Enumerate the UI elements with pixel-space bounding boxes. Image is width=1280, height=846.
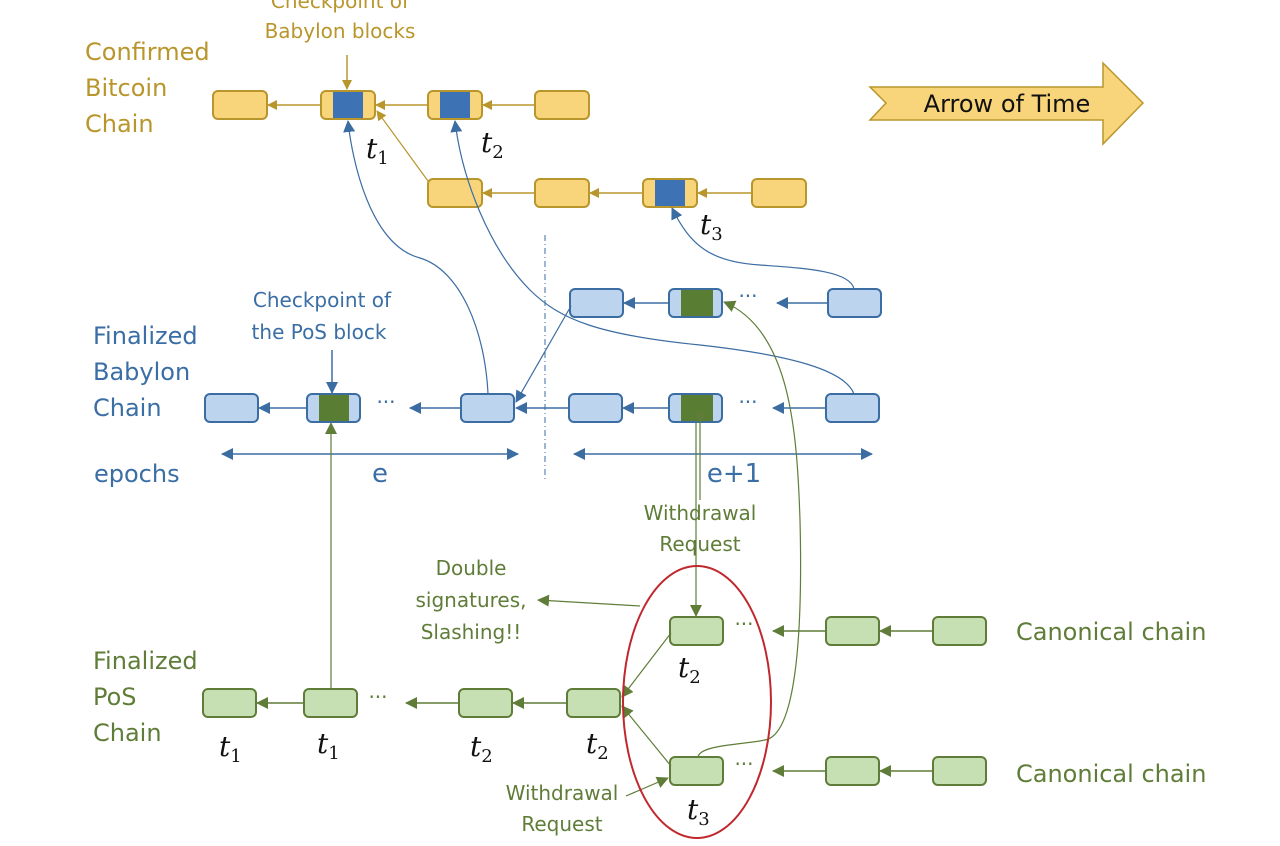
pos-fork-block-t2 <box>669 616 724 646</box>
pos-fork-block <box>932 756 987 786</box>
pos-fork-block <box>825 616 880 646</box>
fork-time-t3: t3 <box>687 793 710 830</box>
epoch-e-label: e <box>372 459 388 489</box>
bitcoin-chain: Confirmed Bitcoin Chain Checkpoint of Ba… <box>85 0 807 245</box>
pos-block-fork-point <box>566 688 621 718</box>
pos-chain-label-3: Chain <box>93 719 162 747</box>
canonical-chain-label-2: Canonical chain <box>1016 760 1206 788</box>
btc-fork-block <box>427 178 483 208</box>
checkpoint-babylon-label-2: Babylon blocks <box>265 19 416 43</box>
pos-chain-label-2: PoS <box>93 683 137 711</box>
canonical-chain-label-1: Canonical chain <box>1016 618 1206 646</box>
checkpoint-link-t2 <box>450 120 855 395</box>
double-signatures-label-2: signatures, <box>416 588 527 612</box>
babylon-fork-block <box>569 288 624 318</box>
withdrawal-request-bottom-2: Request <box>521 812 602 836</box>
btc-block <box>212 90 268 120</box>
bitcoin-chain-label-3: Chain <box>85 110 154 138</box>
bitcoin-chain-label-1: Confirmed <box>85 38 210 66</box>
pos-chain: Finalized PoS Chain ··· t1 t1 t2 t2 ··· … <box>93 300 1206 839</box>
fork-time-t2: t2 <box>678 651 701 688</box>
btc-time-t3: t3 <box>700 208 723 245</box>
babylon-block <box>204 393 259 423</box>
epoch-e1-label: e+1 <box>707 459 761 489</box>
btc-fork-block <box>534 178 590 208</box>
ellipsis: ··· <box>734 752 753 776</box>
btc-time-t2: t2 <box>481 126 504 163</box>
pos-time-t1: t1 <box>219 730 242 767</box>
epochs-label: epochs <box>94 460 180 488</box>
checkpoint-link-t3 <box>671 207 855 290</box>
babylon-to-bitcoin-links <box>343 120 855 395</box>
pos-block <box>202 688 257 718</box>
pos-time-t2: t2 <box>470 730 493 767</box>
ellipsis: ··· <box>738 390 757 414</box>
arrow-of-time-shape <box>868 61 1145 146</box>
ellipsis: ··· <box>376 390 395 414</box>
btc-block <box>534 90 590 120</box>
ellipsis: ··· <box>734 612 753 636</box>
btc-checkpoint-marker <box>655 180 685 206</box>
babylon-pos-checkpoint-marker <box>681 290 713 316</box>
double-signatures-label-3: Slashing!! <box>421 620 522 644</box>
btc-time-t1: t1 <box>366 132 389 169</box>
babylon-block <box>568 393 623 423</box>
babylon-chain-label-3: Chain <box>93 394 162 422</box>
arrow-of-time-label: Arrow of Time <box>924 90 1091 118</box>
pos-fork-block <box>932 616 987 646</box>
babylon-chain-label-1: Finalized <box>93 322 198 350</box>
babylon-fork-block <box>827 288 882 318</box>
ellipsis: ··· <box>738 284 757 308</box>
pos-fork-block-t3 <box>669 756 724 786</box>
checkpoint-babylon-label-1: Checkpoint of <box>271 0 410 13</box>
babylon-chain: Finalized Babylon Chain Checkpoint of th… <box>93 284 882 489</box>
double-sign-ellipse <box>622 565 772 839</box>
babylon-pos-checkpoint-marker <box>319 395 349 421</box>
withdrawal-link-bottom <box>697 300 802 758</box>
pos-chain-label-1: Finalized <box>93 647 198 675</box>
pos-time-t2b: t2 <box>586 727 609 764</box>
checkpoint-link-t1 <box>343 120 489 395</box>
pos-fork-block <box>825 756 880 786</box>
pos-block-checkpointed <box>303 688 358 718</box>
btc-checkpoint-marker <box>440 92 470 118</box>
babylon-chain-label-2: Babylon <box>93 358 190 386</box>
pos-time-t1b: t1 <box>317 727 340 764</box>
withdrawal-request-top-1: Withdrawal <box>644 501 757 525</box>
babylon-block <box>825 393 880 423</box>
withdrawal-request-bottom-1: Withdrawal <box>506 781 619 805</box>
arrow-of-time: Arrow of Time <box>868 61 1145 146</box>
double-signatures-label-1: Double <box>436 556 507 580</box>
checkpoint-pos-label-1: Checkpoint of <box>253 288 392 312</box>
ellipsis: ··· <box>368 685 387 709</box>
pos-block <box>458 688 513 718</box>
btc-checkpoint-marker <box>333 92 363 118</box>
babylon-block-epoch-e-last <box>460 393 515 423</box>
slashing-arrow <box>537 594 641 607</box>
bitcoin-chain-label-2: Bitcoin <box>85 74 167 102</box>
btc-fork-block <box>751 178 807 208</box>
checkpoint-pos-label-2: the PoS block <box>252 320 387 344</box>
withdrawal-request-top-2: Request <box>659 532 740 556</box>
babylon-pos-checkpoint-marker <box>681 395 713 421</box>
